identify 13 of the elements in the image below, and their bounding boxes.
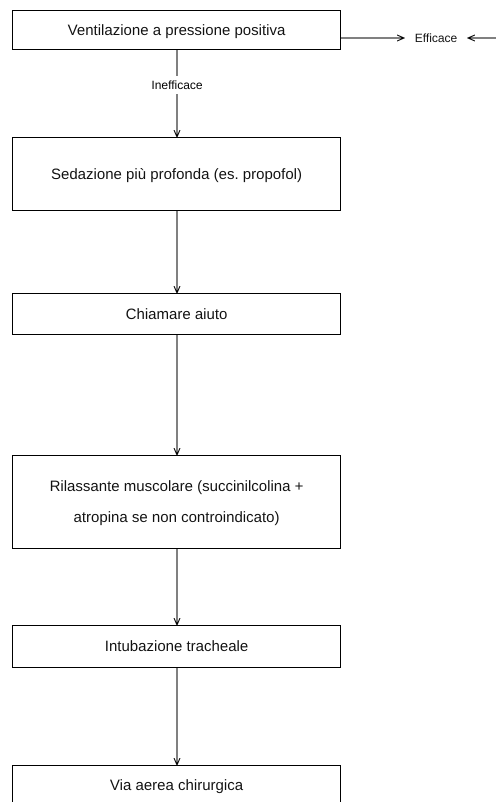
arrow: [174, 334, 180, 456]
arrow: [174, 210, 180, 294]
arrow: [468, 34, 496, 42]
outcome-text: Efficace: [404, 29, 468, 47]
process-box: Intubazione tracheale: [12, 625, 341, 668]
arrow: [174, 548, 180, 626]
process-box: Ventilazione a pressione positiva: [12, 10, 341, 50]
process-box: Rilassante muscolare (succinilcolina + atropina se non controindicato): [12, 455, 341, 549]
arrow: [174, 668, 180, 766]
process-box: Via aerea chirurgica: [12, 765, 341, 802]
arrow: [340, 34, 404, 42]
process-box: Chiamare aiuto: [12, 293, 341, 335]
process-box: Sedazione più profonda (es. propofol): [12, 137, 341, 211]
